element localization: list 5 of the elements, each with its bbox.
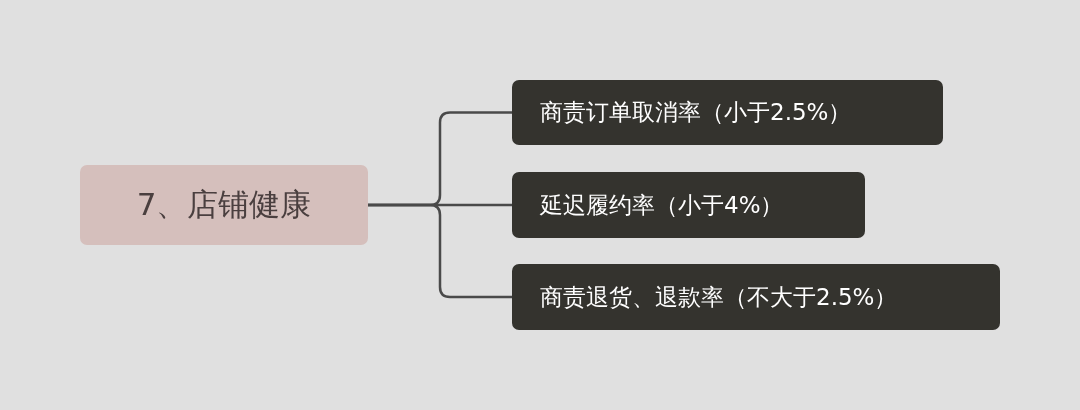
connector-line [368, 203, 512, 299]
subtopic-box: 商责退货、退款率（不大于2.5%） [512, 264, 1000, 330]
topic-box: 7、店铺健康 [80, 165, 368, 245]
subtopic-box: 商责订单取消率（小于2.5%） [512, 80, 943, 145]
subtopic-box: 延迟履约率（小于4%） [512, 172, 865, 238]
